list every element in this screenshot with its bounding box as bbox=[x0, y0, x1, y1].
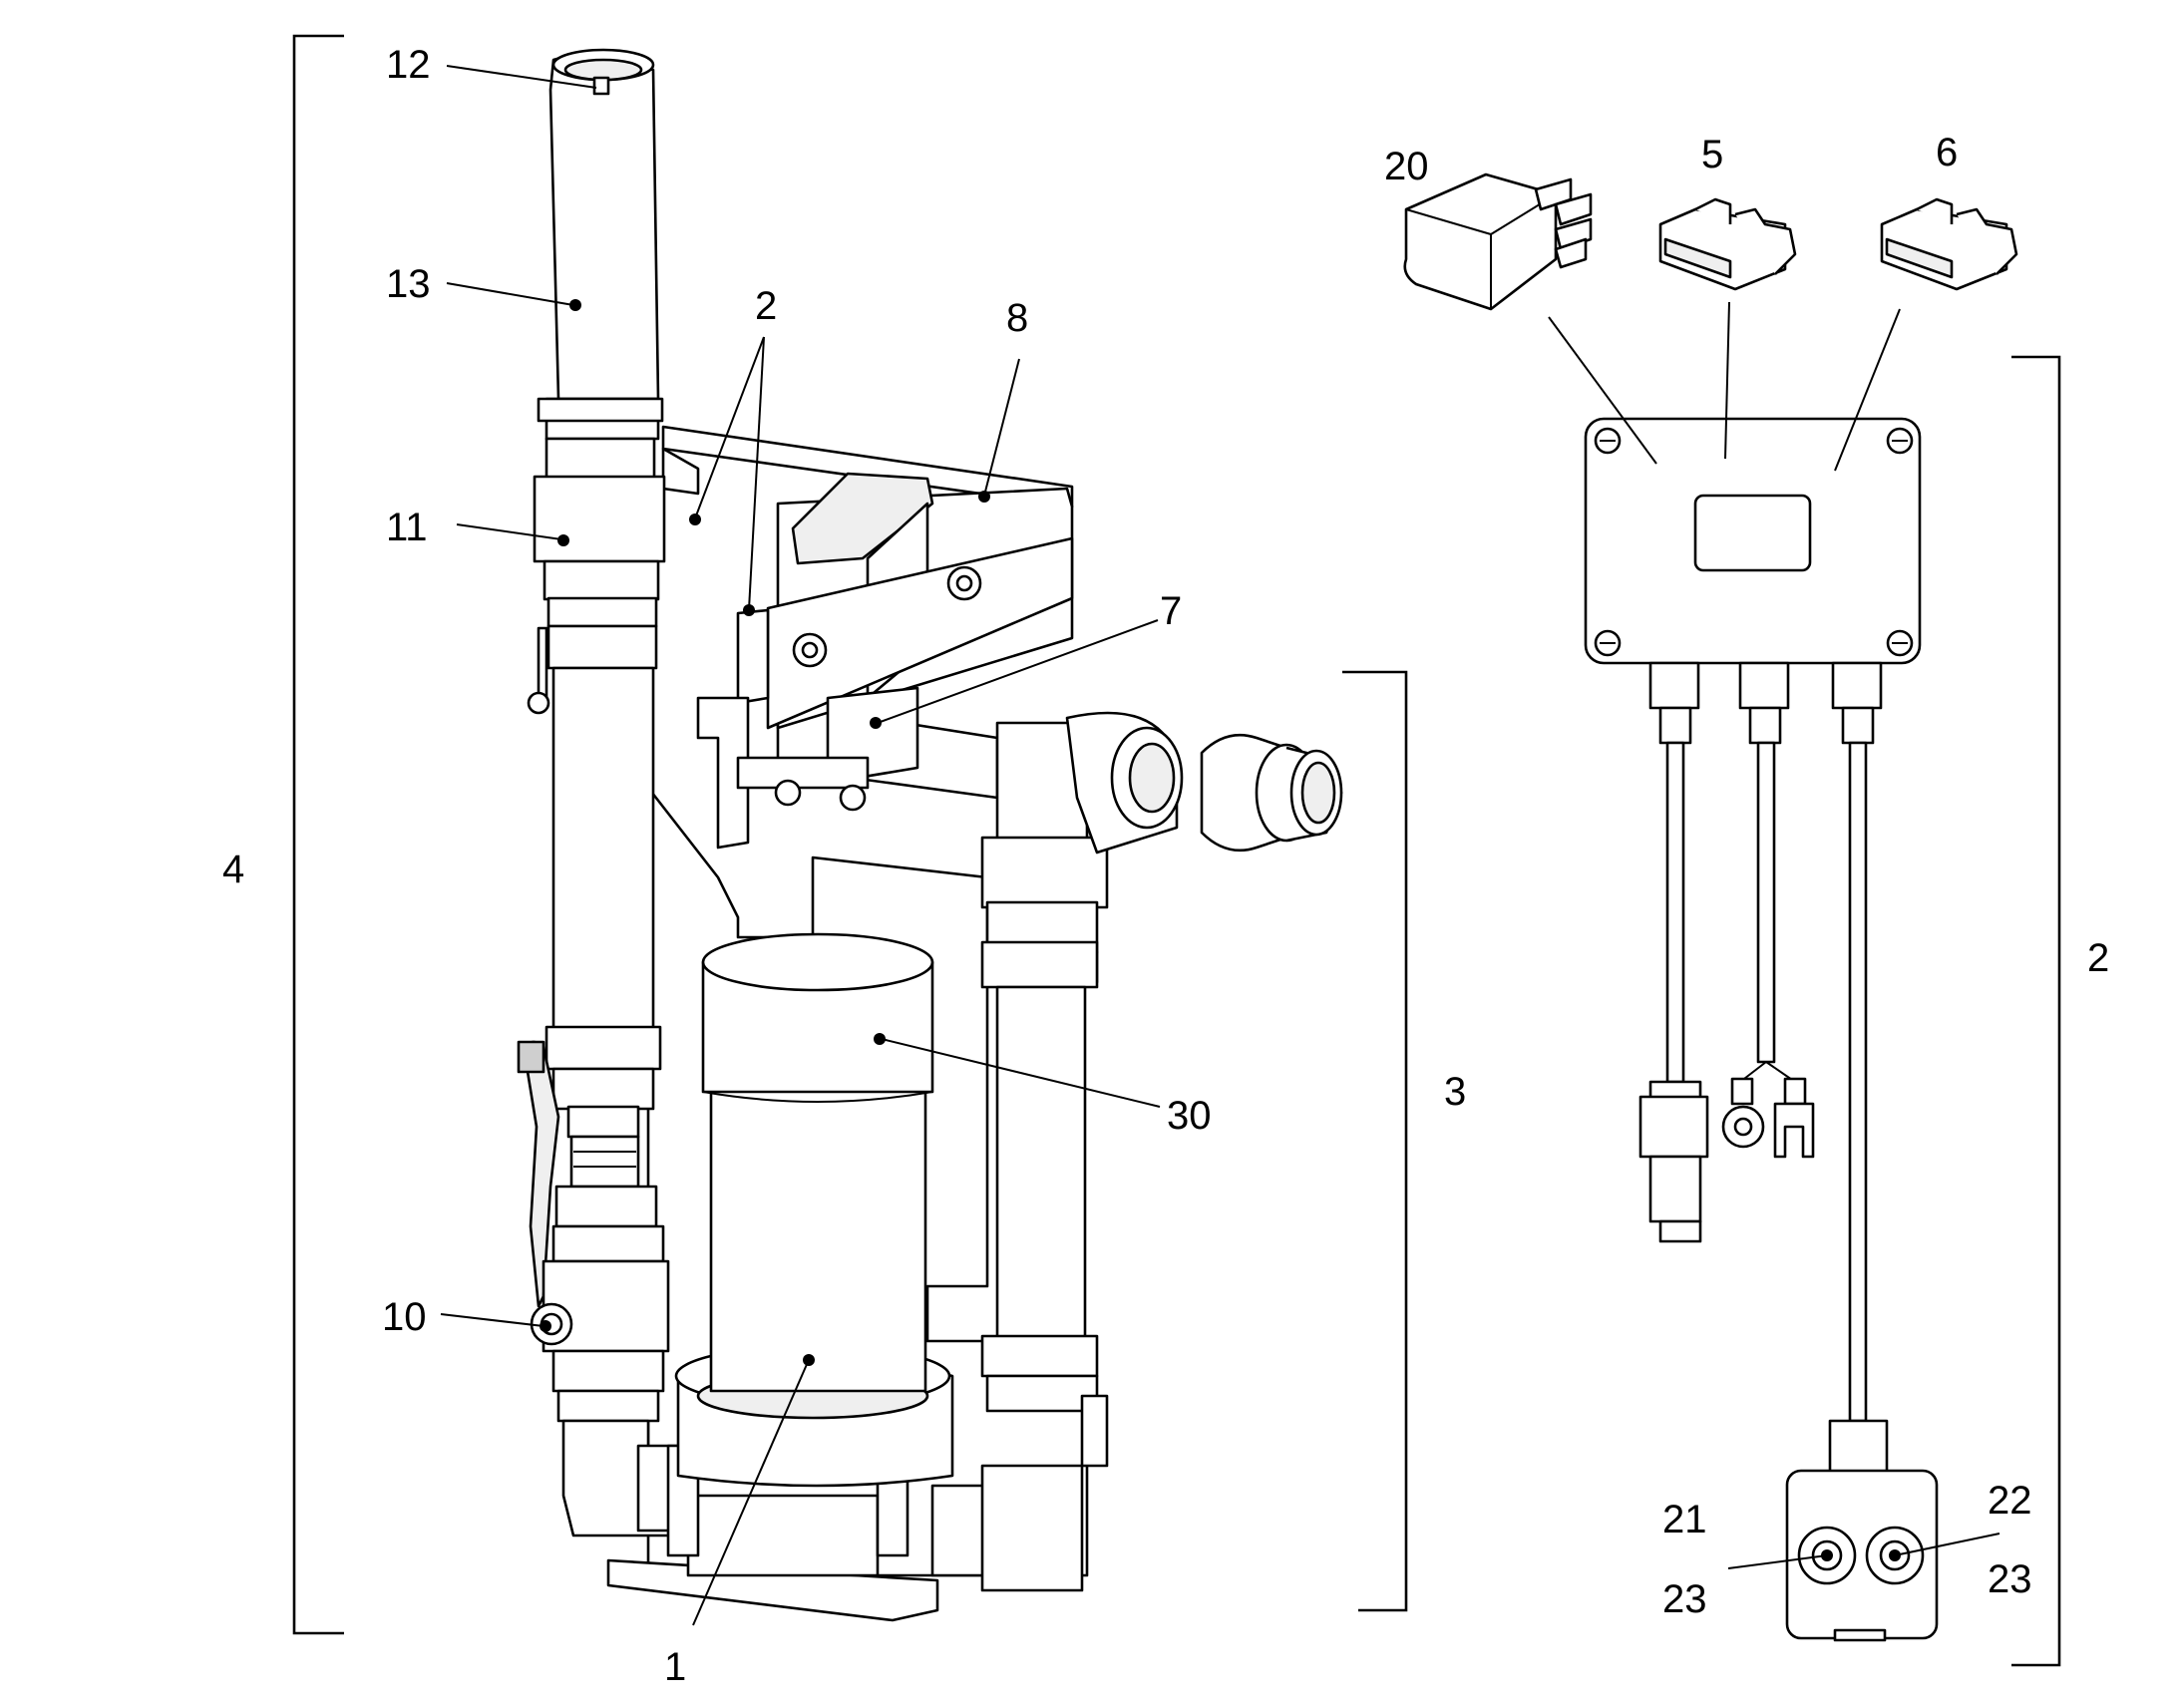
control-box bbox=[1584, 417, 1922, 1423]
leader-10-dot bbox=[540, 1320, 551, 1332]
leader-7-dot bbox=[870, 717, 882, 729]
callout-3: 3 bbox=[1444, 1070, 1466, 1114]
return-pipe bbox=[980, 711, 1184, 1468]
leader-2a bbox=[694, 336, 765, 519]
callout-30: 30 bbox=[1167, 1094, 1212, 1138]
leader-8-dot bbox=[978, 491, 990, 503]
leader-21-23-dot bbox=[1821, 1549, 1833, 1561]
leader-20 bbox=[1548, 316, 1657, 465]
callout-11: 11 bbox=[386, 506, 428, 549]
leader-21-23 bbox=[1727, 1554, 1828, 1569]
switch-box bbox=[1785, 1419, 1939, 1642]
fuse-6 bbox=[1880, 197, 2018, 291]
callout-12: 12 bbox=[386, 43, 431, 87]
fuse-5 bbox=[1658, 197, 1797, 291]
riser-pipe bbox=[527, 48, 666, 1111]
leader-7 bbox=[877, 619, 1159, 724]
callout-1: 1 bbox=[664, 1645, 686, 1689]
leader-10 bbox=[440, 1313, 545, 1327]
callout-5: 5 bbox=[1701, 133, 1723, 176]
callout-10: 10 bbox=[382, 1295, 427, 1339]
callout-2-side: 2 bbox=[2087, 936, 2109, 980]
plug-connector bbox=[1638, 1080, 1709, 1243]
relay bbox=[1403, 172, 1593, 311]
relay-bracket bbox=[696, 686, 919, 850]
callout-2-top: 2 bbox=[755, 284, 777, 328]
callout-21: 21 bbox=[1662, 1498, 1707, 1541]
leader-2b bbox=[748, 336, 765, 610]
bracket-group-2 bbox=[2011, 355, 2061, 1667]
leader-22-23 bbox=[1894, 1533, 2000, 1556]
leader-30 bbox=[881, 1038, 1161, 1108]
callout-6: 6 bbox=[1936, 131, 1958, 174]
leader-30-dot bbox=[874, 1033, 886, 1045]
leader-2b-dot bbox=[743, 604, 755, 616]
cable-terminals bbox=[1721, 1061, 1815, 1159]
leader-13 bbox=[446, 282, 574, 306]
callout-4: 4 bbox=[222, 848, 244, 891]
leader-6 bbox=[1834, 308, 1901, 472]
ball-valve bbox=[517, 1040, 670, 1423]
union-fitting bbox=[1200, 733, 1343, 853]
leader-13-dot bbox=[569, 299, 581, 311]
leader-12 bbox=[446, 65, 597, 89]
leader-5 bbox=[1724, 301, 1730, 460]
bracket-group-3 bbox=[1342, 670, 1408, 1612]
pump-base-plate bbox=[606, 1444, 939, 1622]
callout-7: 7 bbox=[1160, 589, 1182, 633]
callout-22: 22 bbox=[1988, 1479, 2032, 1523]
leader-1 bbox=[692, 1361, 809, 1626]
callout-23-left: 23 bbox=[1662, 1577, 1707, 1621]
leader-11 bbox=[456, 523, 562, 540]
callout-20: 20 bbox=[1384, 145, 1429, 188]
callout-8: 8 bbox=[1006, 296, 1028, 340]
callout-23-right: 23 bbox=[1988, 1557, 2032, 1601]
bracket-group-4 bbox=[292, 34, 344, 1635]
callout-13: 13 bbox=[386, 262, 431, 306]
leader-1-dot bbox=[803, 1354, 815, 1366]
leader-2a-dot bbox=[689, 513, 701, 525]
leader-11-dot bbox=[557, 534, 569, 546]
leader-8 bbox=[983, 358, 1020, 497]
leader-22-23-dot bbox=[1889, 1549, 1901, 1561]
pump-unit bbox=[674, 932, 954, 1488]
